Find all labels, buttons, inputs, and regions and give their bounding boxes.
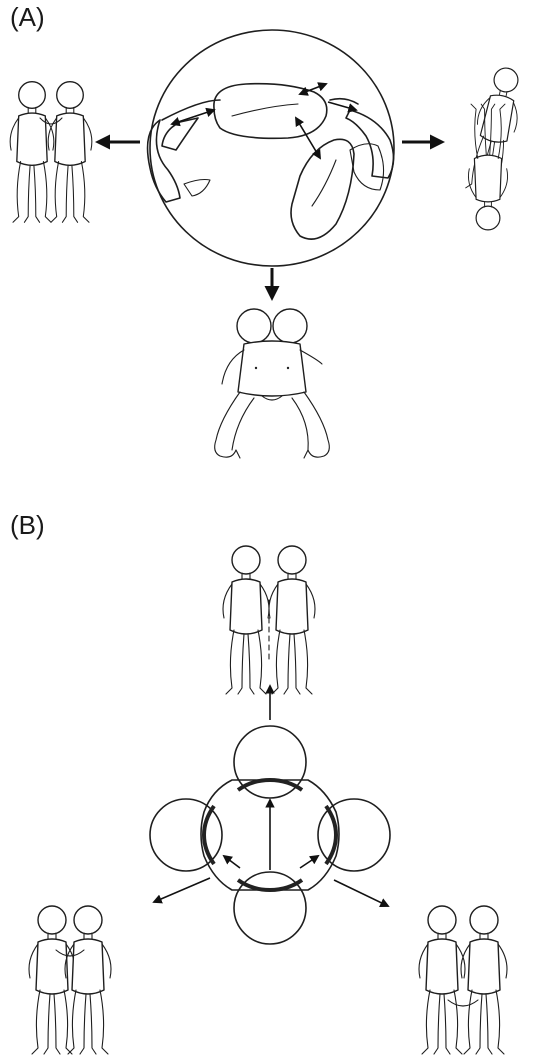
panel-a-twins-left: [9, 81, 93, 223]
panel-b-label: (B): [10, 510, 45, 540]
panel-b-twins-right: [418, 905, 508, 1055]
panel-a-embryo: [146, 29, 395, 267]
panel-b-twins-left: [28, 905, 112, 1055]
panel-a-twins-bottom: [214, 308, 330, 459]
panel-a-twins-right: [462, 63, 529, 231]
panel-b-twins-top: [222, 545, 316, 695]
arrow-b-right: [333, 879, 390, 907]
panel-b-embryo: [149, 725, 391, 945]
arrow-b-left: [152, 877, 211, 904]
panel-a-label: (A): [10, 2, 45, 32]
